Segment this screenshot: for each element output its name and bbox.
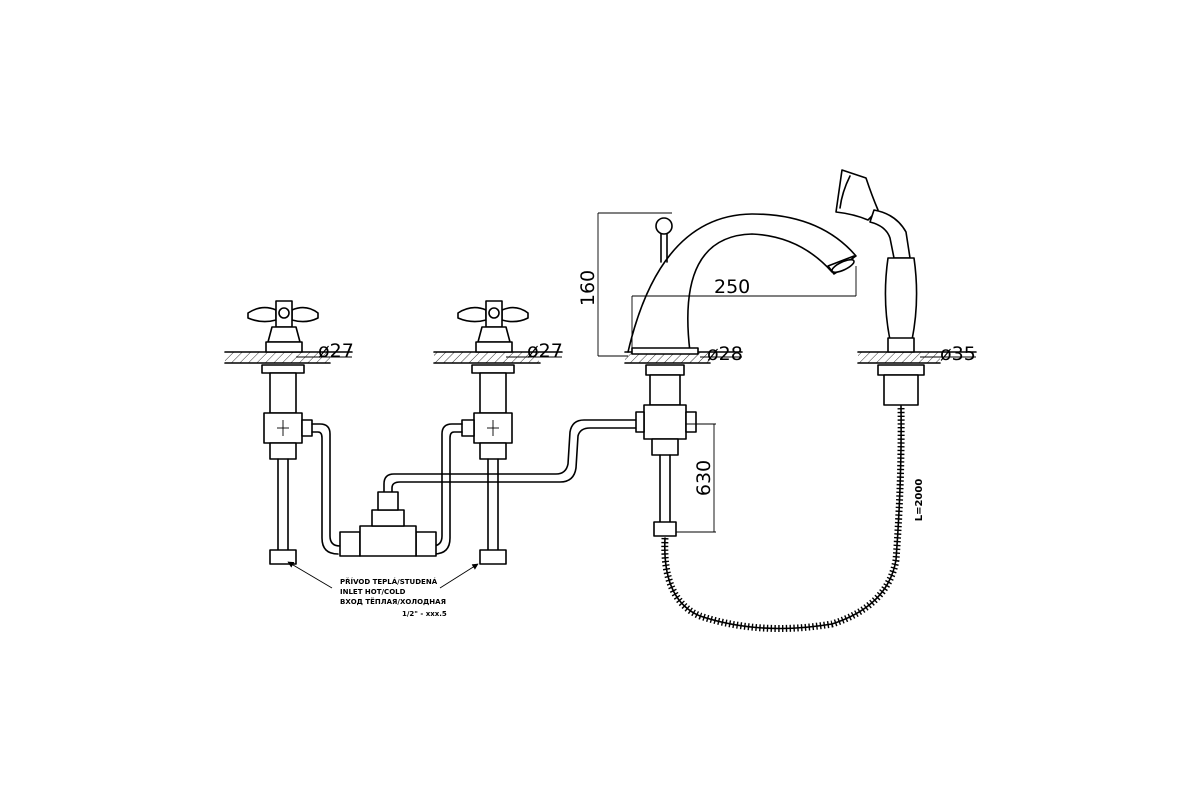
inlet-note: PŘÍVOD TEPLÁ/STUDENÁ INLET HOT/COLD ВХОД… — [340, 577, 447, 618]
diverter-knob — [655, 217, 673, 235]
handle-arm-left — [457, 306, 487, 323]
left-valve-diameter-label: ø27 — [318, 340, 354, 362]
t-fitting-body — [359, 525, 417, 557]
shower-handle — [884, 257, 918, 341]
inlet-note-line3: ВХОД ТЁПЛАЯ/ХОЛОДНАЯ — [340, 597, 446, 606]
inlet-note-line2: INLET HOT/COLD — [340, 588, 406, 596]
t-fitting-right-nut — [415, 531, 437, 557]
handle-arm-right — [501, 306, 529, 323]
deck-handshower — [857, 351, 977, 364]
right-cross-valve — [457, 300, 529, 565]
right-valve-diameter-label: ø27 — [527, 340, 563, 362]
inlet-note-size: 1/2" - xxx.5 — [402, 610, 447, 618]
handle-cap — [488, 307, 500, 319]
spout-reach-label: 250 — [714, 276, 750, 298]
bath-spout — [627, 213, 857, 537]
t-fitting-left-nut — [339, 531, 361, 557]
handle-cap — [278, 307, 290, 319]
hose-length-label: L=2000 — [914, 479, 925, 522]
spout-diameter-label: ø28 — [707, 343, 743, 365]
dimension-lines — [287, 212, 976, 589]
mixer-depth-label: 630 — [693, 460, 715, 496]
left-cross-valve — [247, 300, 319, 565]
handshower-diameter-label: ø35 — [940, 343, 976, 365]
handle-arm-right — [291, 306, 319, 323]
spout-height-label: 160 — [577, 270, 599, 306]
handle-arm-left — [247, 306, 277, 323]
flexible-hose — [661, 405, 905, 632]
inlet-note-line1: PŘÍVOD TEPLÁ/STUDENÁ — [340, 577, 438, 586]
mixer-body — [643, 404, 687, 440]
connection-pipes — [311, 419, 637, 557]
hand-shower — [835, 169, 925, 406]
